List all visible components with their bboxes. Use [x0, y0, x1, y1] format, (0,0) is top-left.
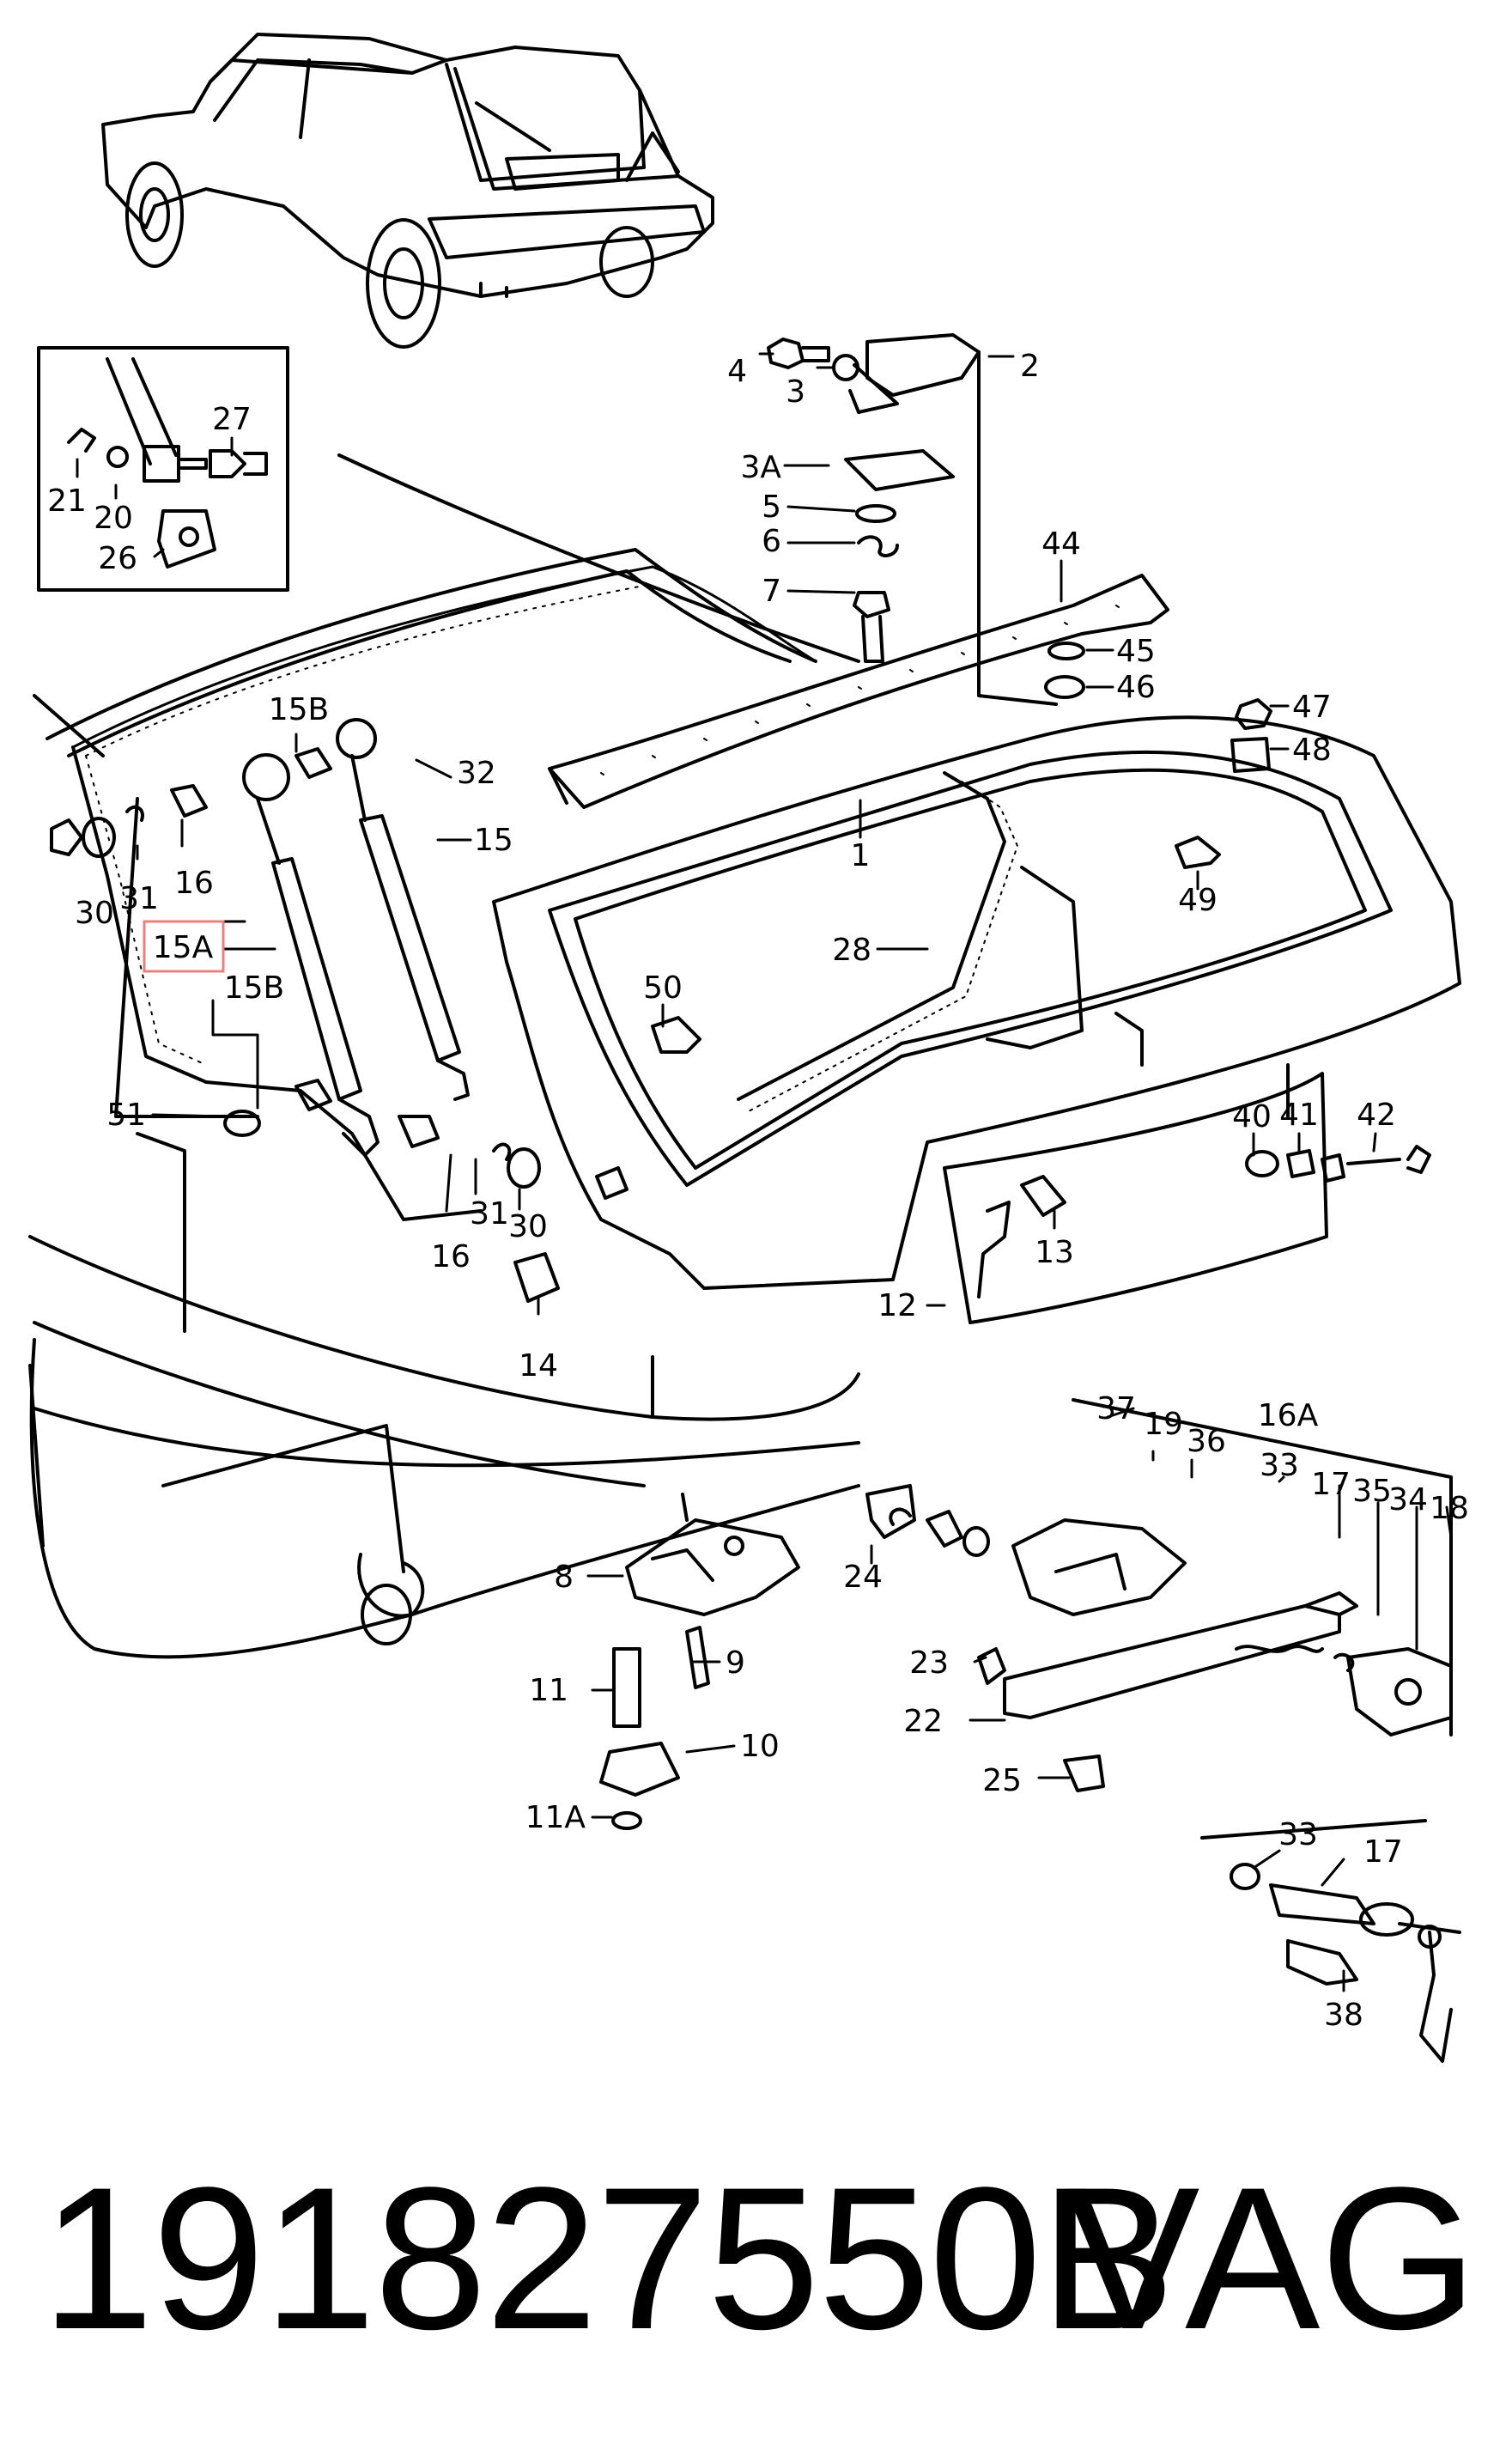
buffer-14: [513, 1252, 560, 1303]
callout-10: 10: [740, 1729, 780, 1764]
callout-13: 13: [1035, 1235, 1074, 1270]
clip-15b-bottom: [295, 1079, 332, 1111]
callout-50: 50: [643, 970, 683, 1006]
clip-49: [1175, 836, 1221, 869]
callout-24: 24: [843, 1560, 883, 1595]
callout-44: 44: [1041, 526, 1081, 562]
callout-20: 20: [94, 501, 133, 536]
callout-49: 49: [1178, 883, 1217, 918]
callout-30-right: 30: [508, 1209, 548, 1244]
hinge-assembly: [767, 333, 1058, 706]
tailgate-seal: [71, 565, 817, 1221]
callout-26: 26: [98, 541, 137, 576]
callout-32: 32: [457, 756, 496, 791]
gas-strut-left: [242, 753, 380, 1157]
callout-22: 22: [903, 1704, 943, 1739]
bolt-11: [612, 1647, 641, 1728]
cap-30-left: [50, 818, 83, 856]
callout-12: 12: [877, 1288, 917, 1323]
ball-stud-16-bottom: [398, 1115, 440, 1148]
ball-stud-16-top: [170, 784, 208, 818]
callout-15b-top: 15B: [269, 692, 330, 727]
lock-cylinder-assembly: [865, 1398, 1453, 1792]
callout-18: 18: [1430, 1491, 1469, 1526]
callout-1: 1: [851, 838, 871, 873]
callout-35: 35: [1352, 1474, 1392, 1509]
callout-16-bottom: 16: [431, 1239, 471, 1274]
callout-38: 38: [1324, 1998, 1363, 2033]
strut-mount-inset: [37, 346, 289, 592]
callout-28: 28: [832, 933, 871, 968]
callout-8: 8: [554, 1560, 574, 1595]
callout-7: 7: [762, 574, 781, 609]
callout-33-bottom: 33: [1278, 1817, 1318, 1852]
callout-14: 14: [519, 1348, 558, 1384]
callout-23: 23: [909, 1645, 949, 1681]
callout-19: 19: [1144, 1407, 1183, 1442]
lock-keys: [1200, 1819, 1461, 2063]
callout-2: 2: [1020, 349, 1040, 384]
bracket-right: [595, 1166, 628, 1200]
callout-30-left: 30: [75, 896, 114, 931]
callout-47: 47: [1292, 690, 1332, 725]
callout-46: 46: [1116, 670, 1156, 705]
callout-17-top: 17: [1311, 1467, 1351, 1502]
callout-31-left: 31: [119, 881, 159, 916]
callout-45: 45: [1116, 634, 1156, 669]
callout-25: 25: [982, 1763, 1022, 1798]
nut-47: [1235, 698, 1272, 730]
callout-16-top: 16: [174, 866, 214, 901]
washer-45: [1047, 642, 1085, 660]
brand-name: VAG: [1065, 2145, 1478, 2372]
callout-51: 51: [106, 1098, 146, 1133]
callout-27: 27: [212, 402, 252, 437]
gas-strut-right: [336, 718, 470, 1101]
vehicle-body-outline: [28, 453, 860, 1659]
spoiler-strip: [548, 574, 1169, 809]
callout-15a: 15A: [153, 930, 214, 965]
callout-48: 48: [1292, 733, 1332, 768]
tailgate-lock-8: [625, 1493, 800, 1616]
callout-34: 34: [1388, 1482, 1428, 1517]
callout-6: 6: [762, 524, 781, 559]
callout-41: 41: [1279, 1098, 1319, 1133]
callout-15: 15: [474, 823, 513, 858]
callout-3: 3: [786, 374, 805, 410]
striker-10: [599, 1742, 680, 1797]
exploded-parts-diagram: 4 3 2 3A 5 6 7 44 45 46 47 48 1 49 28 50…: [28, 33, 1469, 2063]
callout-36: 36: [1187, 1424, 1226, 1459]
callout-highlight-box: [143, 920, 225, 973]
number-plate-recess: [943, 1072, 1431, 1324]
callout-17-bottom: 17: [1363, 1834, 1403, 1870]
clip-50: [651, 1016, 701, 1054]
clip-15b-top: [295, 747, 332, 779]
callout-leaders: [76, 352, 1453, 1992]
callout-16a: 16A: [1258, 1398, 1319, 1433]
grommet-46: [1044, 675, 1085, 699]
callout-3a: 3A: [740, 450, 781, 485]
callout-11: 11: [529, 1673, 568, 1708]
washer-30-right: [507, 1147, 541, 1189]
callout-37: 37: [1096, 1391, 1136, 1426]
callout-15b-bottom: 15B: [224, 970, 285, 1006]
screw-9: [685, 1626, 710, 1689]
callout-33-top: 33: [1260, 1448, 1299, 1483]
callout-31-right: 31: [470, 1196, 509, 1232]
bump-stop-51: [223, 1110, 261, 1137]
tailgate-glass-panel: [492, 715, 1461, 1290]
callout-9: 9: [726, 1645, 745, 1681]
callout-42: 42: [1357, 1098, 1396, 1133]
washer-11a: [611, 1811, 642, 1830]
footer: 191827550B VAG: [0, 2130, 1512, 2387]
callout-11a: 11A: [525, 1800, 586, 1835]
callout-4: 4: [727, 354, 747, 389]
callout-labels: 4 3 2 3A 5 6 7 44 45 46 47 48 1 49 28 50…: [47, 349, 1469, 2033]
part-number: 191827550B: [41, 2145, 1175, 2372]
callout-21: 21: [47, 484, 87, 519]
car-thumbnail-illustration: [101, 33, 714, 349]
callout-5: 5: [762, 490, 781, 525]
callout-40: 40: [1232, 1099, 1272, 1134]
